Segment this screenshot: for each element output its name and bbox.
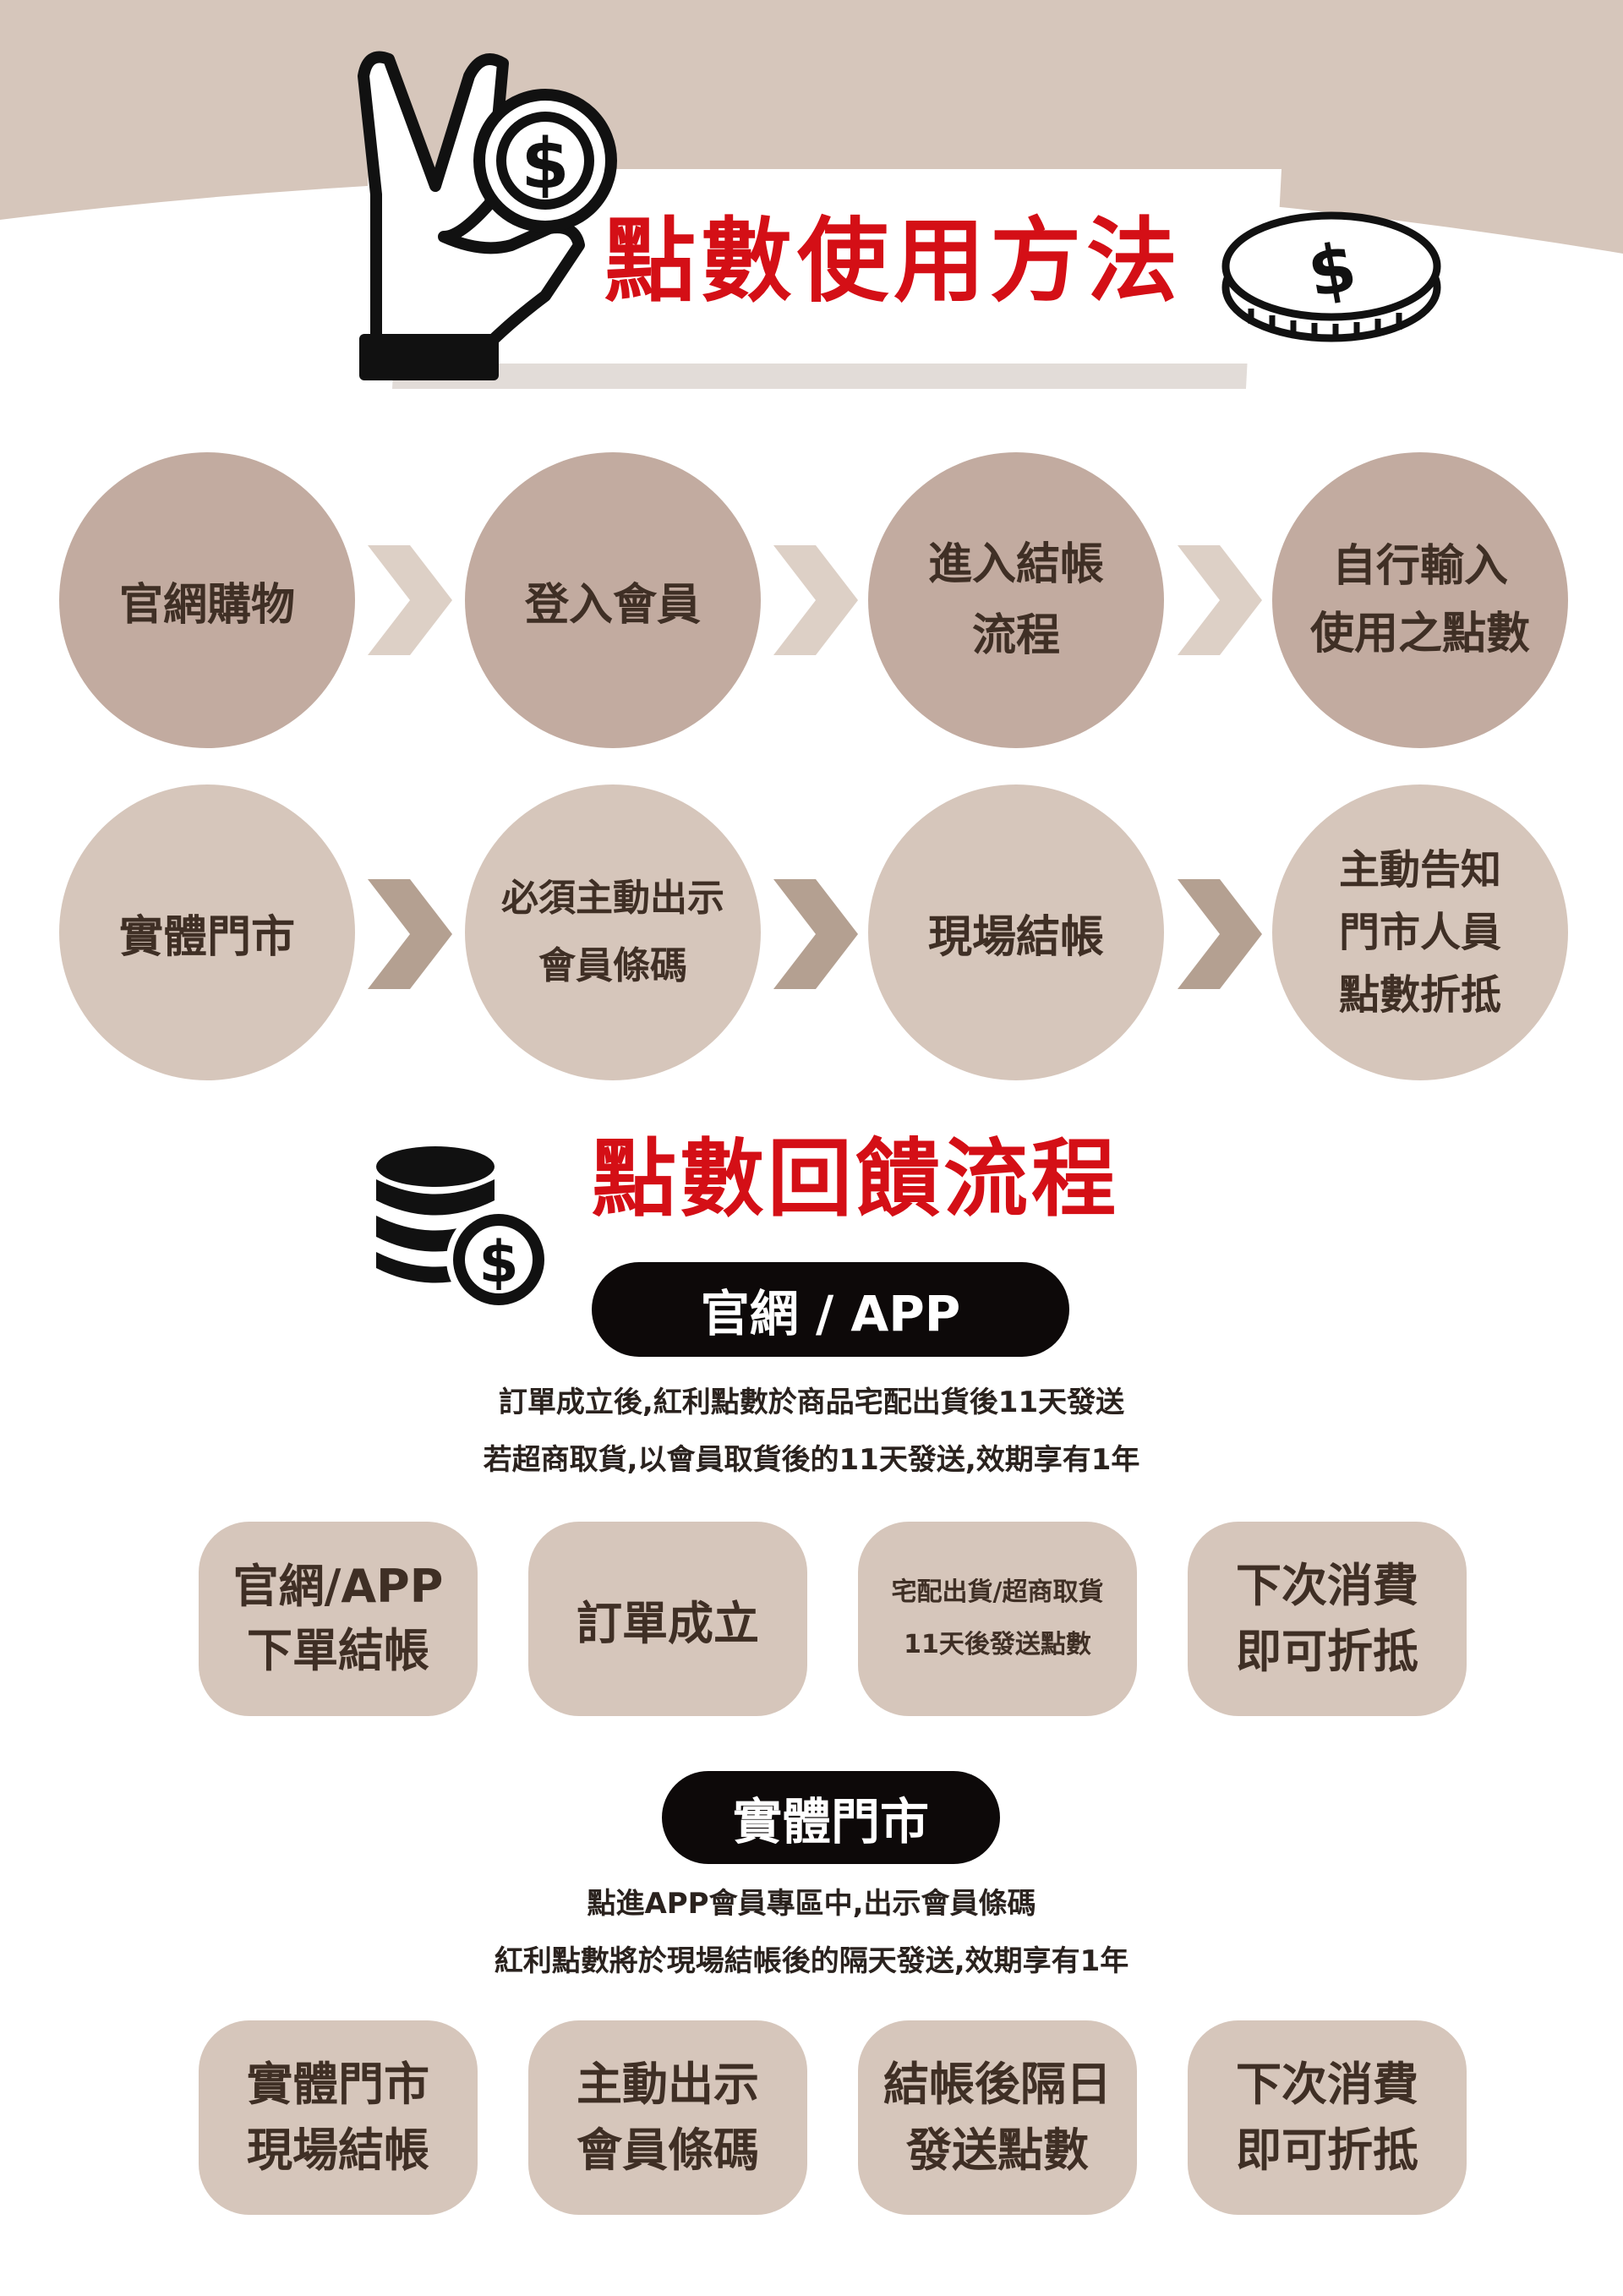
step-circle: 官網購物 — [59, 452, 355, 748]
step-circle: 實體門市 — [59, 784, 355, 1080]
step-card: 下次消費 即可折抵 — [1188, 2020, 1467, 2215]
online-description: 訂單成立後,紅利點數於商品宅配出貨後11天發送 若超商取貨,以會員取貨後的11天… — [483, 1386, 1140, 1477]
step-circle: 現場結帳 — [868, 784, 1164, 1080]
chevron-right-icon — [368, 879, 452, 989]
svg-text:$: $ — [521, 124, 569, 205]
chevron-right-icon — [773, 879, 858, 989]
section-title: 點數回饋流程 — [592, 1129, 1119, 1228]
step-card: 宅配出貨/超商取貨 11天後發送點數 — [858, 1522, 1137, 1716]
step-card: 下次消費 即可折抵 — [1188, 1522, 1467, 1716]
step-card: 實體門市 現場結帳 — [199, 2020, 478, 2215]
store-badge: 實體門市 — [662, 1771, 1000, 1864]
dollar-coin-icon: $ — [1221, 211, 1441, 342]
store-description: 點進APP會員專區中,出示會員條碼 紅利點數將於現場結帳後的隔天發送,效期享有1… — [494, 1887, 1129, 1978]
ok-hand-coin-icon: $ — [358, 51, 617, 380]
step-circle: 登入會員 — [465, 452, 761, 748]
step-circle: 主動告知 門市人員 點數折抵 — [1272, 784, 1568, 1080]
online-badge: 官網 / APP — [592, 1262, 1069, 1357]
page-title: 點數使用方法 — [604, 209, 1183, 314]
chevron-right-icon — [773, 545, 858, 655]
chevron-right-icon — [368, 545, 452, 655]
chevron-right-icon — [1178, 879, 1262, 989]
step-card: 主動出示 會員條碼 — [528, 2020, 807, 2215]
step-circle: 必須主動出示 會員條碼 — [465, 784, 761, 1080]
step-card: 結帳後隔日 發送點數 — [858, 2020, 1137, 2215]
step-circle: 自行輸入 使用之點數 — [1272, 452, 1568, 748]
step-card: 訂單成立 — [528, 1522, 807, 1716]
step-card: 官網/APP 下單結帳 — [199, 1522, 478, 1716]
svg-text:$: $ — [478, 1229, 518, 1296]
chevron-right-icon — [1178, 545, 1262, 655]
coin-stack-icon: $ — [376, 1146, 551, 1312]
step-circle: 進入結帳 流程 — [868, 452, 1164, 748]
